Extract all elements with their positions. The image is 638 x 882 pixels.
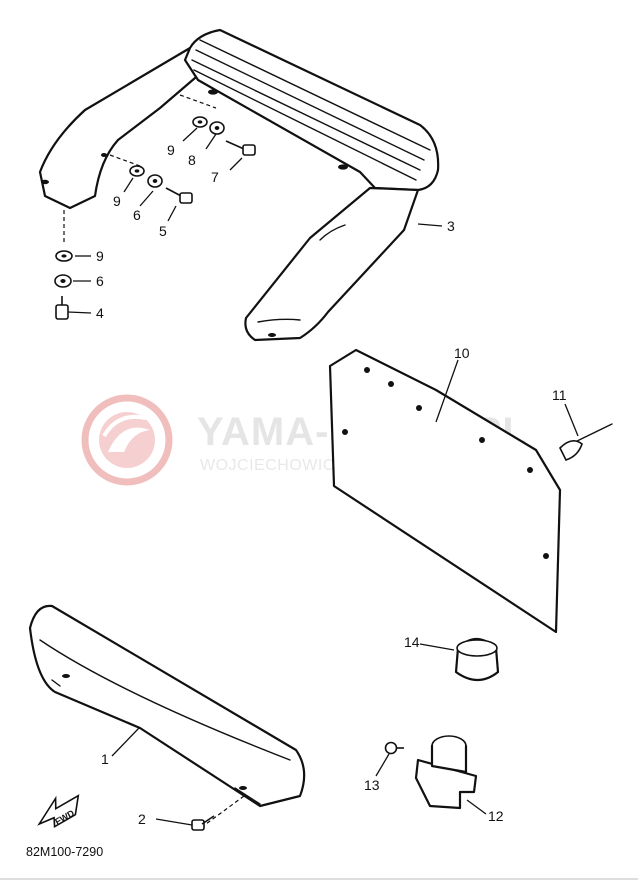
carrier-rack-part <box>38 28 440 342</box>
callout-10: 10 <box>454 345 470 361</box>
callout-6: 6 <box>133 207 141 223</box>
grab-bar-part <box>28 604 306 808</box>
callout-9: 9 <box>113 193 121 209</box>
callout-5: 5 <box>159 223 167 239</box>
callout-8: 8 <box>188 152 196 168</box>
grommet-part <box>454 637 500 682</box>
callout-2: 2 <box>138 811 146 827</box>
washer-9-lower <box>55 250 73 262</box>
forward-direction-arrow: FWD <box>37 794 80 829</box>
callout-3: 3 <box>447 218 455 234</box>
watermark-logo <box>81 394 173 486</box>
screw-part <box>191 795 245 831</box>
leader-lines <box>67 127 579 826</box>
nut-6-lower <box>54 274 72 288</box>
bolt-5 <box>165 187 193 204</box>
callout-7: 7 <box>211 169 219 185</box>
callout-14: 14 <box>404 634 420 650</box>
license-plate-bracket-part <box>328 348 562 634</box>
callout-9: 9 <box>96 248 104 264</box>
callout-12: 12 <box>488 808 504 824</box>
callout-13: 13 <box>364 777 380 793</box>
callout-9: 9 <box>167 142 175 158</box>
callout-numbers: 3 9 6 4 5 6 9 8 9 7 10 11 14 1 2 13 12 <box>96 142 567 827</box>
callout-4: 4 <box>96 305 104 321</box>
bolt-7 <box>225 140 256 156</box>
callout-6: 6 <box>96 273 104 289</box>
callout-1: 1 <box>101 751 109 767</box>
nut-6-middle <box>147 174 163 188</box>
diagram-code: 82M100-7290 <box>26 845 103 859</box>
alignment-line <box>179 94 217 109</box>
alignment-line <box>109 154 141 167</box>
nut-8 <box>209 121 225 135</box>
bulb-part <box>384 741 404 755</box>
washer-9-upper <box>192 116 208 128</box>
washer-9-middle <box>129 165 145 177</box>
lamp-socket-part <box>414 735 478 810</box>
callout-11: 11 <box>552 387 567 403</box>
bolt-4 <box>55 296 69 320</box>
pin-screw-part <box>559 423 613 461</box>
